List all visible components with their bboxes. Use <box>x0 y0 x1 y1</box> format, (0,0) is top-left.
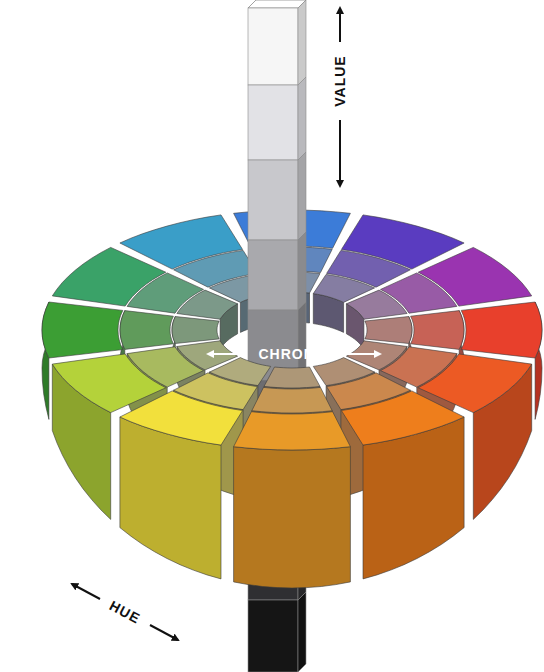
value-arrow <box>339 8 341 42</box>
hue-block <box>177 290 238 319</box>
hue-block <box>120 311 173 350</box>
hue-block <box>120 391 243 445</box>
hue-block <box>252 387 332 413</box>
value-step-side <box>298 232 306 310</box>
hue-block <box>172 317 219 344</box>
hue-arrow <box>72 584 100 599</box>
value-step <box>248 160 298 240</box>
hue-block <box>365 317 412 344</box>
chroma-label: CHROMA <box>259 347 328 361</box>
value-step <box>248 8 298 85</box>
value-arrow <box>339 120 341 186</box>
column-cap <box>248 0 306 8</box>
block-face <box>234 447 351 588</box>
hue-block <box>346 290 407 319</box>
value-step <box>248 600 298 672</box>
value-label: VALUE <box>333 55 347 106</box>
chroma-arrow <box>208 353 244 355</box>
value-step <box>248 85 298 160</box>
hue-block <box>461 302 542 358</box>
hue-block <box>42 302 123 358</box>
hue-block <box>234 412 351 450</box>
hue-label: HUE <box>107 598 142 626</box>
ring-front <box>42 302 542 588</box>
hue-block <box>411 311 464 350</box>
hue-block <box>264 367 320 388</box>
value-step <box>248 240 298 310</box>
chroma-arrow <box>342 353 380 355</box>
hue-block <box>341 391 464 445</box>
value-step-side <box>298 77 306 160</box>
value-step-side <box>298 592 306 672</box>
value-step-side <box>298 152 306 240</box>
hue-arrow <box>150 625 178 640</box>
value-step-side <box>298 0 306 85</box>
